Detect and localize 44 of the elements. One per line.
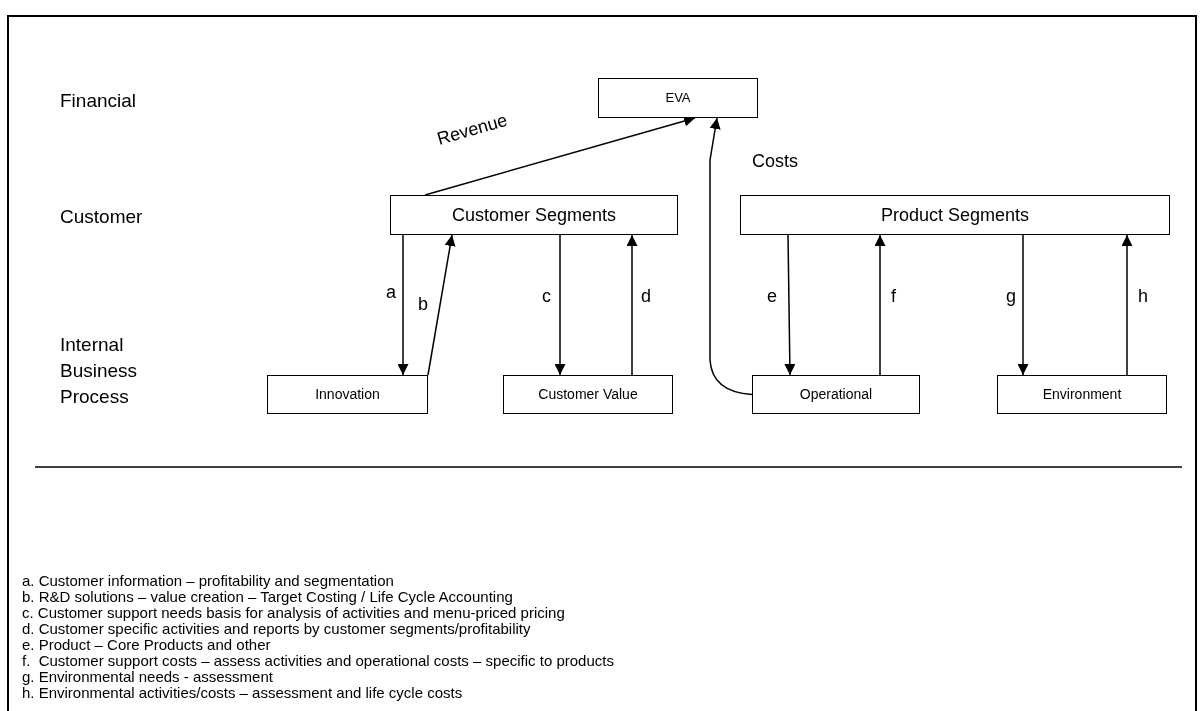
process-box xyxy=(752,375,920,414)
edge-label: Costs xyxy=(752,152,798,170)
process-box xyxy=(997,375,1167,414)
box-label: Innovation xyxy=(315,385,380,404)
process-box xyxy=(503,375,673,414)
edge-label: f xyxy=(891,287,896,305)
box-label: EVA xyxy=(665,89,691,108)
edge-label: g xyxy=(1006,287,1016,305)
box-label: Customer Value xyxy=(538,385,638,404)
legend-note: e. Product – Core Products and other xyxy=(22,637,271,653)
process-box xyxy=(267,375,428,414)
arrow xyxy=(1121,234,1133,376)
legend-note: c. Customer support needs basis for analysis of activities and menu-priced pricing xyxy=(22,605,566,621)
edge-label: Revenue xyxy=(435,110,510,148)
arrow xyxy=(554,234,566,376)
legend-note: h. Environmental activities/costs – assessment and life cycle costs xyxy=(22,685,464,701)
level-label: Internal Business Process xyxy=(60,333,139,409)
box-label: Customer Segments xyxy=(451,203,617,227)
box-label: Environment xyxy=(1042,385,1122,404)
process-box xyxy=(390,195,678,235)
box-label: Operational xyxy=(799,385,873,404)
arrow xyxy=(784,234,796,376)
arrow xyxy=(709,117,753,396)
edge-label: e xyxy=(767,287,777,305)
edge-label: b xyxy=(418,295,428,313)
legend-note: b. R&D solutions – value creation – Target Costing / Life Cycle Accounting xyxy=(22,589,514,605)
edge-label: a xyxy=(386,283,396,301)
process-box xyxy=(598,78,758,118)
arrow xyxy=(397,234,409,376)
legend-note: a. Customer information – profitability and segmentation xyxy=(22,573,395,589)
edge-label: h xyxy=(1138,287,1148,305)
arrow xyxy=(427,234,456,376)
arrow xyxy=(1017,234,1029,376)
legend-note: d. Customer specific activities and reports by customer segments/profitability xyxy=(22,621,531,637)
arrow xyxy=(874,234,886,376)
legend-note: g. Environmental needs - assessment xyxy=(22,669,274,685)
process-box xyxy=(740,195,1170,235)
arrow xyxy=(626,234,638,376)
level-label: Financial xyxy=(60,89,138,113)
legend-note: f. Customer support costs – assess activities and operational costs – specific to products xyxy=(22,653,614,669)
box-label: Product Segments xyxy=(880,203,1030,227)
edge-label: c xyxy=(542,287,551,305)
edge-label: d xyxy=(641,287,651,305)
level-label: Customer xyxy=(60,205,144,229)
